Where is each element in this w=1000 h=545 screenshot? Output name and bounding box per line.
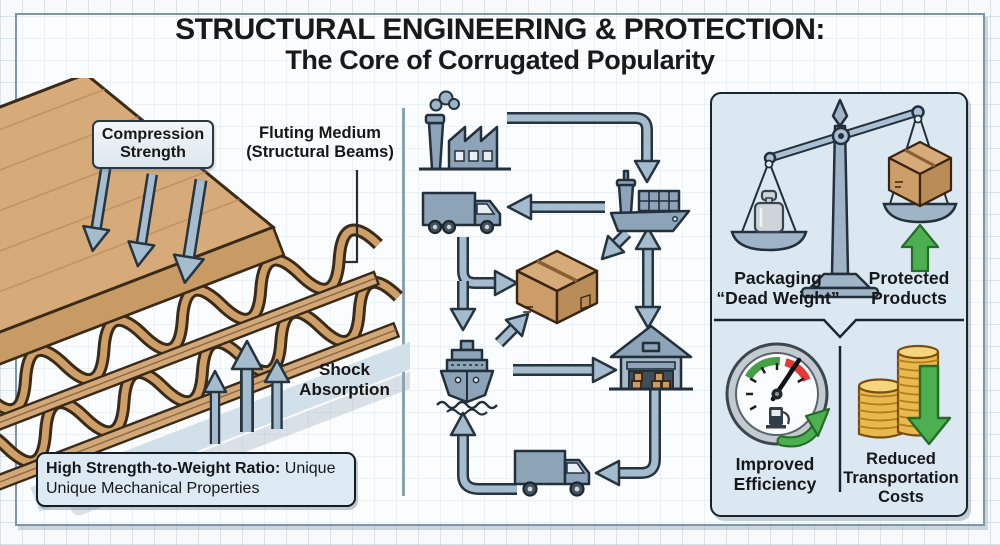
factory-icon: [419, 90, 511, 171]
fluting-label-line1: Fluting Medium: [259, 124, 381, 142]
fluting-callout-line: [344, 170, 359, 264]
down-arrow-icon: [906, 364, 952, 446]
page-title: STRUCTURAL ENGINEERING & PROTECTION: The…: [0, 13, 1000, 76]
cargo-ship-icon: [609, 169, 691, 233]
flow-arrows: [449, 112, 662, 495]
up-arrow-icon: [900, 223, 940, 273]
shock-absorption-label: Shock Absorption: [299, 360, 390, 400]
supply-chain-flow-diagram: [419, 90, 693, 497]
strength-ratio-callout: High Strength-to-Weight Ratio: Unique Un…: [36, 452, 356, 507]
costs-label: Reduced Transportation Costs: [843, 450, 959, 507]
section-divider: [402, 108, 405, 496]
warehouse-icon: [609, 324, 693, 391]
gauge-icon: [725, 342, 831, 448]
fuel-pump-icon: [766, 407, 790, 429]
compression-strength-label: Compression Strength: [92, 120, 214, 169]
title-line-1: STRUCTURAL ENGINEERING & PROTECTION:: [175, 13, 825, 46]
efficiency-label: Improved Efficiency: [733, 454, 817, 495]
package-icon: [887, 140, 953, 208]
cardboard-box-icon: [515, 249, 599, 325]
ship-icon: [436, 339, 498, 416]
fluting-label-line2: (Structural Beams): [246, 143, 394, 162]
weight-icon: [753, 189, 785, 234]
balance-scale-icon: [730, 98, 958, 299]
scale-left-label: Packaging “Dead Weight”: [716, 268, 840, 309]
fluting-medium-label: Fluting Medium (Structural Beams): [240, 124, 400, 163]
delivery-truck-icon: [513, 449, 591, 497]
ratio-line-1: High Strength-to-Weight Ratio: Unique: [46, 460, 336, 477]
title-line-2: The Core of Corrugated Popularity: [285, 45, 715, 76]
scale-right-label: Protected Products: [868, 268, 950, 309]
panel-divider-notch: [714, 318, 964, 339]
benefits-panel: Packaging “Dead Weight” Protected Produc…: [710, 92, 968, 517]
liner-middle-line: [0, 277, 377, 440]
compression-arrows: [82, 162, 208, 284]
truck-icon: [421, 191, 502, 235]
efficiency-arrow-icon: [776, 407, 831, 448]
benefits-graphics: [714, 98, 964, 492]
ratio-line-2: Unique Mechanical Properties: [46, 480, 260, 498]
shock-arrows: [202, 339, 291, 444]
